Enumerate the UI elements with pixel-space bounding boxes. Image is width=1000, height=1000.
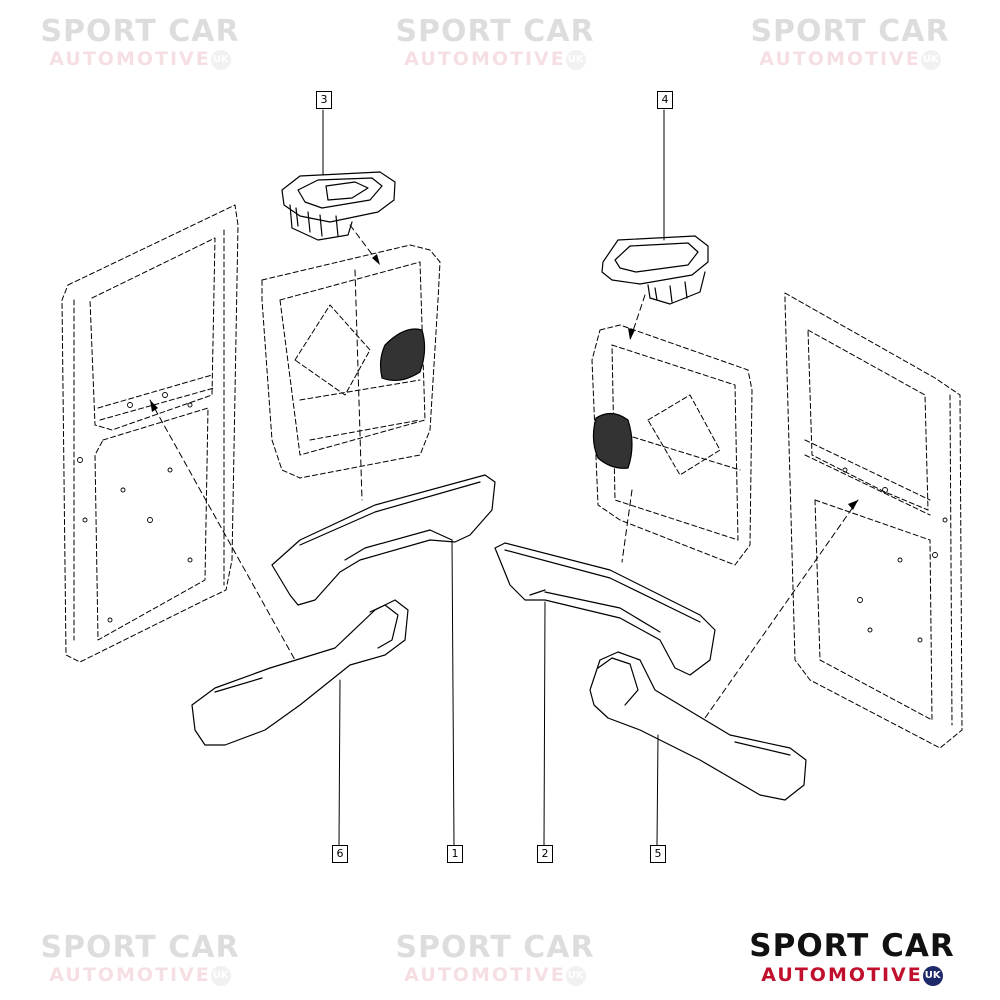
uk-badge-icon: UK — [920, 49, 941, 70]
part-6-handle-trim — [191, 599, 409, 746]
callout-1: 1 — [447, 845, 463, 863]
watermark-line1: SPORT CAR — [40, 14, 240, 49]
uk-badge-icon: UK — [922, 965, 943, 986]
right-door-frame — [784, 292, 963, 749]
uk-badge-icon: UK — [210, 965, 231, 986]
uk-badge-icon: UK — [565, 49, 586, 70]
right-door-holes — [842, 467, 948, 643]
left-door-holes — [77, 392, 193, 623]
watermark-line1: SPORT CAR — [395, 930, 595, 965]
leader-lines — [322, 109, 665, 846]
callout-5: 5 — [650, 845, 666, 863]
watermark-line1: SPORT CAR — [750, 14, 950, 49]
uk-badge-icon: UK — [565, 965, 586, 986]
uk-badge-icon: UK — [210, 49, 231, 70]
left-door-panel — [261, 244, 441, 479]
watermark-line1: SPORT CAR — [40, 930, 240, 965]
callout-4: 4 — [657, 91, 673, 109]
part-4-switch-bezel — [601, 235, 709, 305]
right-speaker-grille — [592, 412, 633, 469]
callout-2: 2 — [537, 845, 553, 863]
logo-line1: SPORT CAR — [749, 928, 955, 964]
part-1-armrest — [271, 474, 496, 606]
assembly-lines — [149, 224, 859, 719]
callout-3: 3 — [316, 91, 332, 109]
part-3-switch-bezel — [281, 171, 396, 241]
part-5-handle-trim — [589, 651, 807, 801]
left-door-frame — [61, 204, 239, 663]
part-2-armrest — [494, 542, 716, 676]
callout-6: 6 — [332, 845, 348, 863]
watermark-line1: SPORT CAR — [395, 14, 595, 49]
left-speaker-grille — [379, 328, 426, 382]
assembly-arrows — [150, 254, 858, 510]
